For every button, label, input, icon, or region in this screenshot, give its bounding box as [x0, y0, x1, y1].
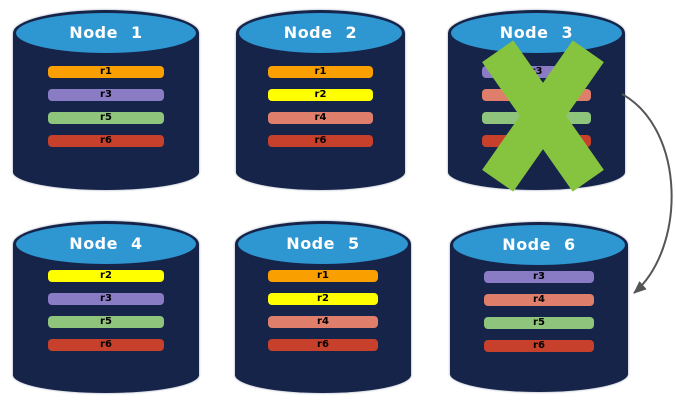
replica-label: r5 [530, 112, 543, 123]
cylinder-body [236, 33, 405, 173]
replica-bar: r6 [268, 135, 373, 147]
replica-label: r1 [100, 66, 112, 77]
replica-bar-list: r1 r2 r4 r6 [268, 66, 373, 158]
failover-arrow-path [621, 93, 673, 294]
node-cylinder-6: Node 6 r3 r4 r5 r6 [450, 222, 628, 392]
replica-label: r2 [317, 293, 329, 304]
cylinder-top: Node 6 [450, 222, 628, 268]
cylinder-top: Node 2 [236, 10, 405, 56]
replica-bar: r4 [268, 316, 378, 328]
cylinder-bottom [235, 357, 411, 393]
replica-bar-list: r2 r3 r5 r6 [48, 270, 164, 362]
replica-label: r1 [314, 66, 327, 77]
cylinder-body [13, 33, 199, 173]
replica-label: r4 [533, 294, 545, 305]
replica-label: r6 [100, 135, 112, 146]
replica-bar: r4 [481, 89, 592, 101]
replica-bar: r2 [268, 293, 378, 305]
node-cylinder-5: Node 5 r1 r2 r4 r6 [235, 221, 411, 393]
cylinder-top: Node 1 [13, 10, 199, 56]
replica-bar-list: r1 r3 r5 r6 [48, 66, 164, 158]
replica-bar-list: r3 r4 r5 r6 [483, 271, 595, 363]
replica-label: r4 [314, 112, 327, 123]
cylinder-top: Node 4 [13, 221, 199, 267]
cylinder-bottom [13, 357, 199, 393]
replica-bar: r6 [483, 340, 595, 352]
replica-bar-list: r1 r2 r4 r6 [268, 270, 378, 362]
replica-label: r2 [100, 270, 112, 281]
replica-bar: r2 [268, 89, 373, 101]
replica-label: r6 [317, 339, 329, 350]
node-cylinder-3: Node 3 r3 r4 r5 r6 [448, 10, 625, 190]
replica-label: r1 [317, 270, 329, 281]
replica-bar: r6 [48, 339, 164, 351]
replica-bar: r4 [483, 294, 595, 306]
node-title: Node 3 [499, 22, 574, 42]
cylinder-bottom [236, 154, 405, 190]
replica-bar: r5 [48, 112, 164, 124]
replica-bar: r6 [48, 135, 164, 147]
replica-label: r3 [530, 66, 543, 77]
replica-bar: r3 [483, 271, 595, 283]
node-title: Node 1 [69, 22, 143, 42]
node-title: Node 5 [286, 233, 360, 253]
replica-label: r6 [530, 135, 543, 146]
node-title: Node 6 [502, 234, 576, 254]
node-title: Node 4 [69, 233, 143, 253]
replica-bar: r4 [268, 112, 373, 124]
replica-bar: r6 [268, 339, 378, 351]
node-title: Node 2 [283, 22, 358, 42]
cylinder-top: Node 3 [448, 10, 625, 56]
replica-bar: r1 [48, 66, 164, 78]
replica-bar: r3 [481, 66, 592, 78]
replica-label: r6 [314, 135, 327, 146]
node-cylinder-2: Node 2 r1 r2 r4 r6 [236, 10, 405, 190]
replica-bar: r5 [483, 317, 595, 329]
replica-bar-list: r3 r4 r5 r6 [481, 66, 592, 158]
replica-label: r5 [100, 112, 112, 123]
replica-label: r3 [100, 293, 112, 304]
replica-bar: r5 [48, 316, 164, 328]
node-cylinder-1: Node 1 r1 r3 r5 r6 [13, 10, 199, 190]
node-cylinder-4: Node 4 r2 r3 r5 r6 [13, 221, 199, 393]
replica-bar: r6 [481, 135, 592, 147]
replica-bar: r3 [48, 293, 164, 305]
cylinder-top: Node 5 [235, 221, 411, 267]
cylinder-bottom [450, 356, 628, 392]
replica-label: r6 [533, 340, 545, 351]
replica-label: r5 [533, 317, 545, 328]
replica-label: r3 [100, 89, 112, 100]
replica-bar: r2 [48, 270, 164, 282]
replica-label: r5 [100, 316, 112, 327]
replica-label: r2 [314, 89, 327, 100]
replica-bar: r1 [268, 66, 373, 78]
replica-label: r6 [100, 339, 112, 350]
replica-label: r3 [533, 271, 545, 282]
cylinder-bottom [448, 154, 625, 190]
replica-bar: r1 [268, 270, 378, 282]
cylinder-bottom [13, 154, 199, 190]
replica-label: r4 [530, 89, 543, 100]
replica-bar: r3 [48, 89, 164, 101]
replica-bar: r5 [481, 112, 592, 124]
replica-label: r4 [317, 316, 329, 327]
